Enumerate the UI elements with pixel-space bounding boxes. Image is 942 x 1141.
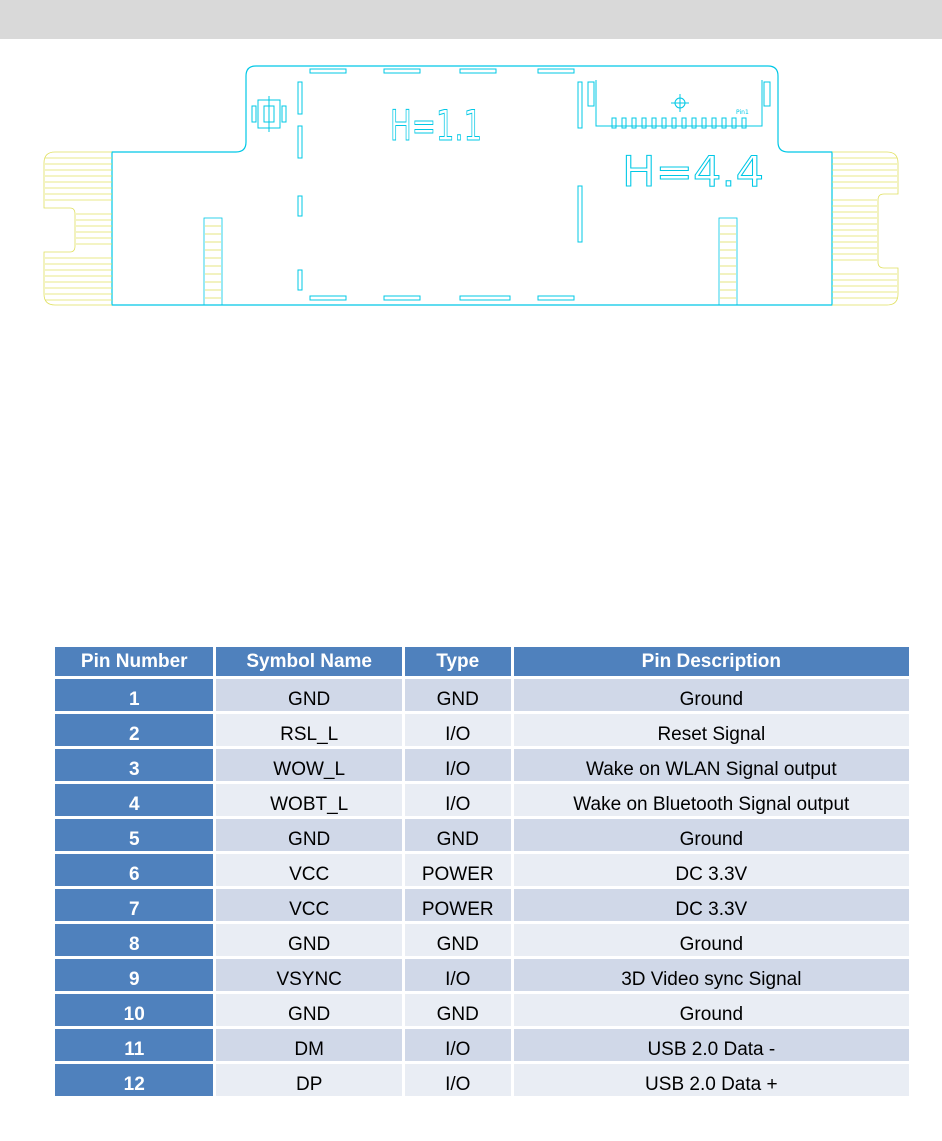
table-row: 9 VSYNC I/O 3D Video sync Signal — [55, 959, 909, 991]
pin-type: I/O — [404, 784, 511, 816]
table-row: 2 RSL_L I/O Reset Signal — [55, 714, 909, 746]
pin-number: 10 — [55, 994, 214, 1026]
height-label-large: H=4.4 — [622, 147, 764, 196]
pin-number: 2 — [55, 714, 214, 746]
table-row: 5 GND GND Ground — [55, 819, 909, 851]
pin-number: 1 — [55, 679, 214, 711]
symbol-name: GND — [216, 679, 402, 711]
pin-type: POWER — [404, 889, 511, 921]
symbol-name: WOBT_L — [216, 784, 402, 816]
header-symbol-name: Symbol Name — [216, 647, 402, 676]
pin-type: I/O — [404, 714, 511, 746]
table-row: 3 WOW_L I/O Wake on WLAN Signal output — [55, 749, 909, 781]
top-bar — [0, 0, 942, 39]
crystal-component — [251, 96, 287, 132]
symbol-name: RSL_L — [216, 714, 402, 746]
pin-description: DC 3.3V — [513, 889, 909, 921]
height-label-small: H=1.1 — [390, 101, 482, 150]
pin1-marker: Pin1 — [736, 109, 749, 116]
symbol-name: DM — [216, 1029, 402, 1061]
pin-number: 9 — [55, 959, 214, 991]
table-row: 6 VCC POWER DC 3.3V — [55, 854, 909, 886]
table-row: 7 VCC POWER DC 3.3V — [55, 889, 909, 921]
pin-description: 3D Video sync Signal — [513, 959, 909, 991]
pin-type: I/O — [404, 749, 511, 781]
symbol-name: VCC — [216, 889, 402, 921]
pin-number: 6 — [55, 854, 214, 886]
pin-number: 4 — [55, 784, 214, 816]
pin-description: Ground — [513, 679, 909, 711]
pin-definition-table: Pin Number Symbol Name Type Pin Descript… — [52, 644, 912, 1099]
right-connector-pads — [832, 151, 899, 306]
symbol-name: VCC — [216, 854, 402, 886]
table-row: 1 GND GND Ground — [55, 679, 909, 711]
pin-description: Wake on WLAN Signal output — [513, 749, 909, 781]
pin-description: DC 3.3V — [513, 854, 909, 886]
pin-type: I/O — [404, 1029, 511, 1061]
header-pin-description: Pin Description — [513, 647, 909, 676]
header-type: Type — [404, 647, 511, 676]
pin-number: 5 — [55, 819, 214, 851]
pin-description: Reset Signal — [513, 714, 909, 746]
table-row: 12 DP I/O USB 2.0 Data + — [55, 1064, 909, 1096]
board-outline — [111, 65, 833, 306]
pin-type: GND — [404, 819, 511, 851]
pcb-outline-drawing: Pin1 H=1.1 H=4.4 — [43, 65, 899, 306]
symbol-name: DP — [216, 1064, 402, 1096]
symbol-name: GND — [216, 924, 402, 956]
pin-type: GND — [404, 924, 511, 956]
left-connector-pads — [43, 151, 112, 306]
pin-description: Ground — [513, 994, 909, 1026]
pin-type: GND — [404, 994, 511, 1026]
pin-description: Ground — [513, 819, 909, 851]
shield-clip-marks — [297, 68, 583, 301]
table-row: 8 GND GND Ground — [55, 924, 909, 956]
table-row: 10 GND GND Ground — [55, 994, 909, 1026]
pin-description: USB 2.0 Data - — [513, 1029, 909, 1061]
symbol-name: VSYNC — [216, 959, 402, 991]
pin-type: I/O — [404, 1064, 511, 1096]
pin-type: POWER — [404, 854, 511, 886]
symbol-name: GND — [216, 994, 402, 1026]
pin-description: Wake on Bluetooth Signal output — [513, 784, 909, 816]
table-row: 11 DM I/O USB 2.0 Data - — [55, 1029, 909, 1061]
pin-number: 11 — [55, 1029, 214, 1061]
table-header-row: Pin Number Symbol Name Type Pin Descript… — [55, 647, 909, 676]
inner-strips — [203, 217, 738, 306]
pin-description: Ground — [513, 924, 909, 956]
pin-number: 12 — [55, 1064, 214, 1096]
header-pin-number: Pin Number — [55, 647, 214, 676]
fpc-connector — [587, 80, 771, 129]
pin-description: USB 2.0 Data + — [513, 1064, 909, 1096]
symbol-name: WOW_L — [216, 749, 402, 781]
table-row: 4 WOBT_L I/O Wake on Bluetooth Signal ou… — [55, 784, 909, 816]
pin-type: GND — [404, 679, 511, 711]
pin-number: 7 — [55, 889, 214, 921]
pin-number: 3 — [55, 749, 214, 781]
pin-number: 8 — [55, 924, 214, 956]
symbol-name: GND — [216, 819, 402, 851]
pin-type: I/O — [404, 959, 511, 991]
